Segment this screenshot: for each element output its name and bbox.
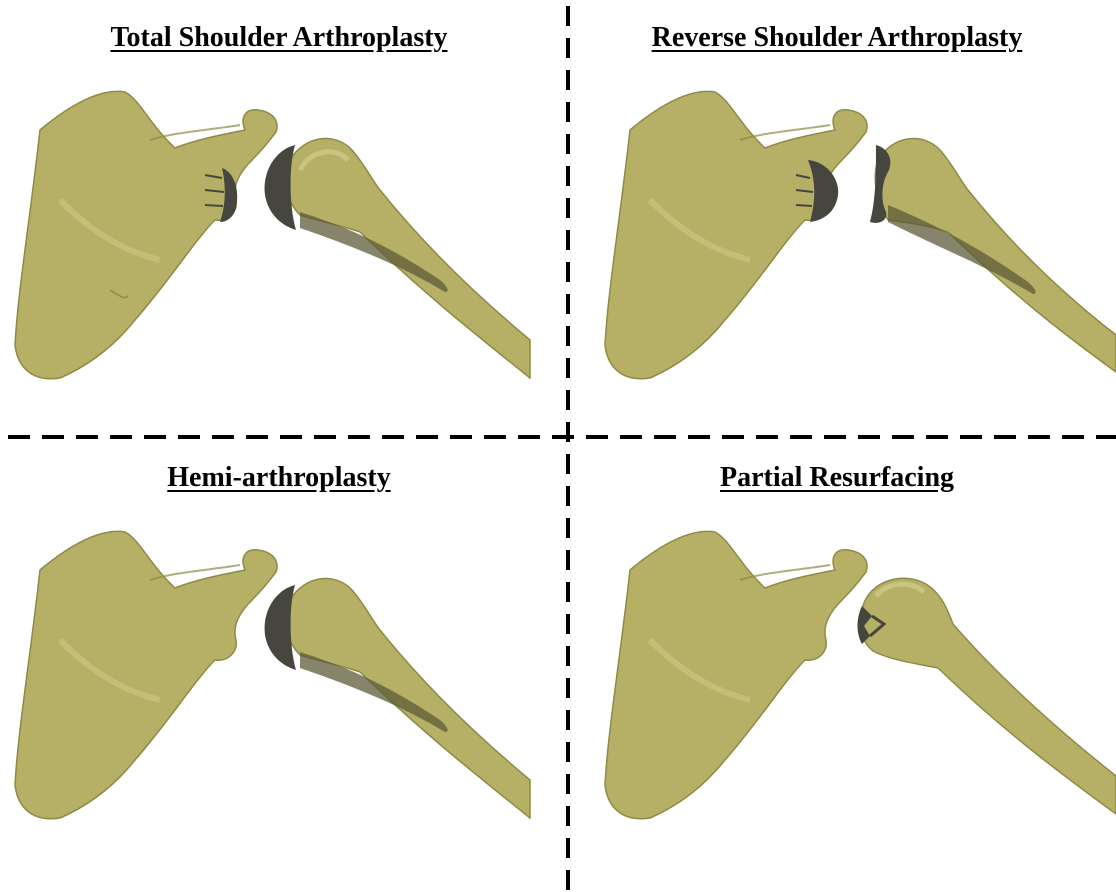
shoulder-diagram xyxy=(558,446,1116,892)
scapula xyxy=(15,91,277,378)
shoulder-diagram xyxy=(0,0,558,446)
humerus xyxy=(860,578,1116,814)
shoulder-diagram xyxy=(558,0,1116,446)
scapula xyxy=(15,531,277,818)
vertical-divider xyxy=(562,0,574,892)
humerus xyxy=(286,579,530,818)
panel-partial-resurfacing: Partial Resurfacing xyxy=(558,446,1116,892)
panel-reverse-shoulder-arthroplasty: Reverse Shoulder Arthroplasty xyxy=(558,0,1116,446)
panel-total-shoulder-arthroplasty: Total Shoulder Arthroplasty xyxy=(0,0,558,446)
scapula xyxy=(605,91,867,378)
shoulder-diagram xyxy=(0,446,558,892)
humerus xyxy=(286,139,530,378)
scapula xyxy=(605,531,867,818)
horizontal-divider xyxy=(0,431,1116,443)
panel-hemi-arthroplasty: Hemi-arthroplasty xyxy=(0,446,558,892)
humerus xyxy=(875,139,1116,372)
